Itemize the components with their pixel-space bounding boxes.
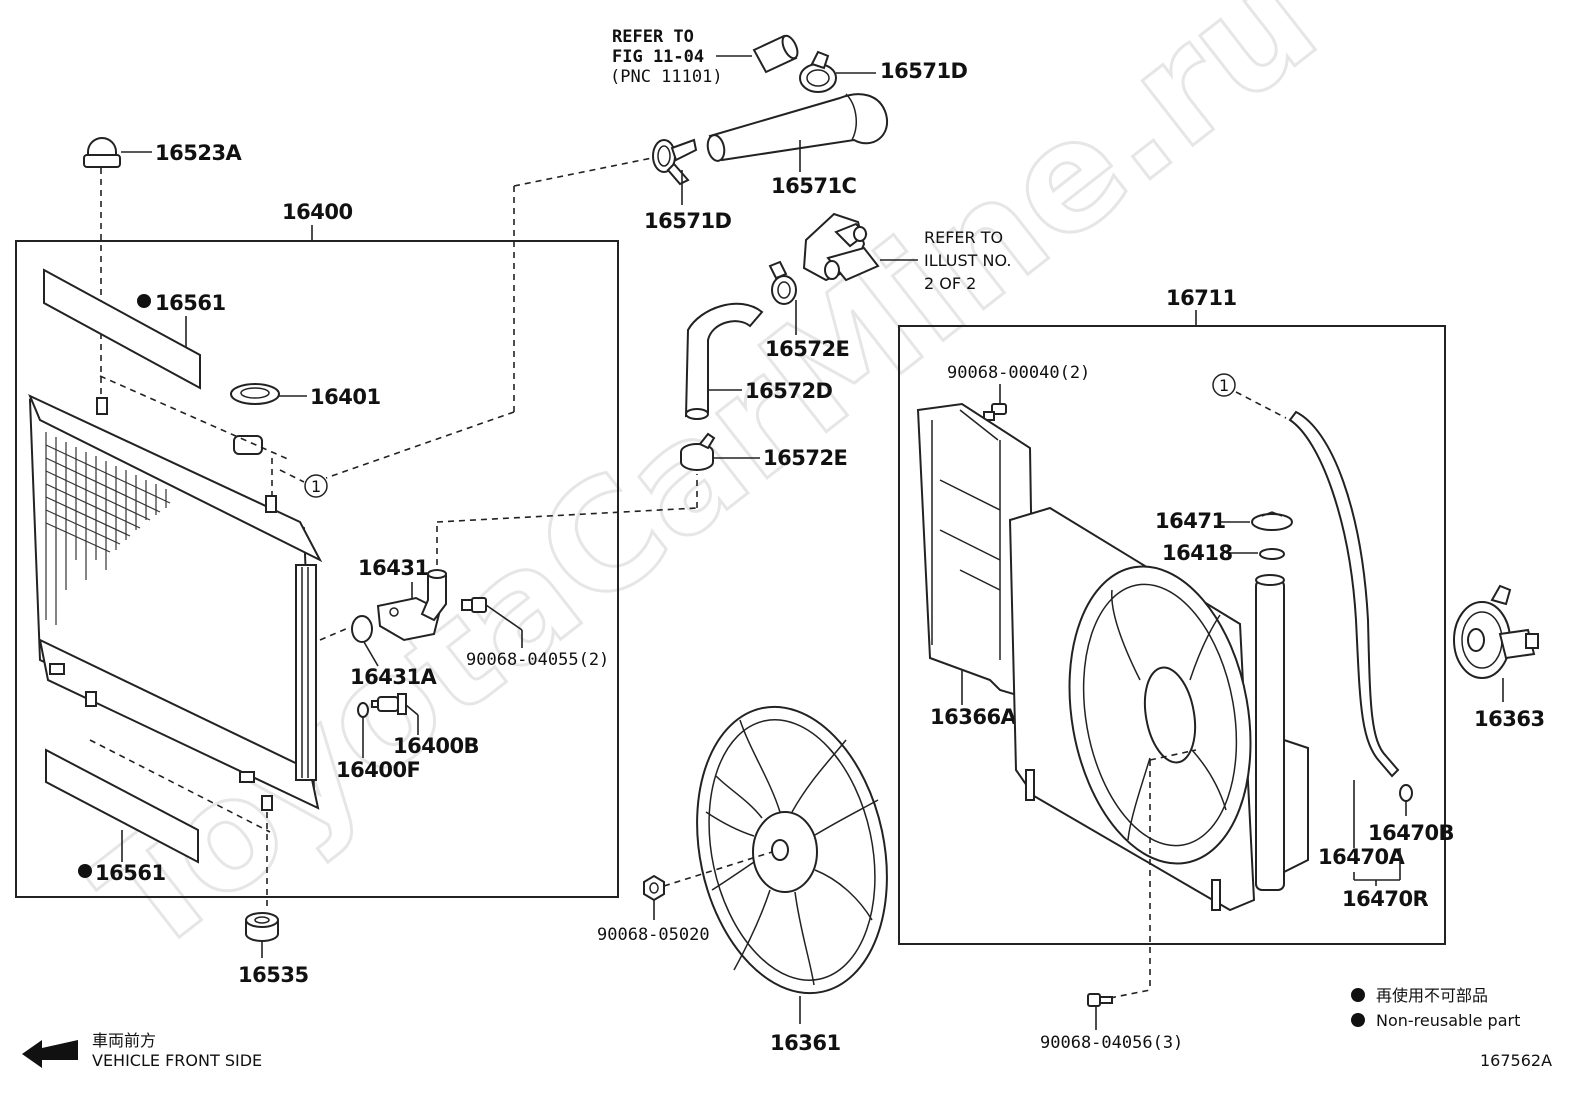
label-16571D-top: 16571D bbox=[880, 59, 968, 83]
legend-jp: 再使用不可部品 bbox=[1376, 986, 1488, 1005]
label-16561-top: 16561 bbox=[155, 291, 226, 315]
seal-strip-top bbox=[43, 268, 201, 390]
label-90068-04055: 90068-04055(2) bbox=[466, 650, 609, 670]
label-16561-bottom: 16561 bbox=[95, 861, 166, 885]
radiator-assembly-box bbox=[15, 240, 619, 898]
label-16418: 16418 bbox=[1162, 541, 1233, 565]
upper-hose-16571C bbox=[706, 93, 889, 162]
radiator-core bbox=[28, 394, 323, 811]
overflow-hose-16470A bbox=[1288, 410, 1400, 778]
label-16523A: 16523A bbox=[155, 141, 243, 165]
oring-16431A bbox=[351, 615, 373, 643]
clamp-16572E-bottom bbox=[680, 432, 716, 471]
seal-strip-bottom bbox=[45, 748, 199, 864]
reservoir-tank bbox=[1255, 574, 1309, 891]
front-en: VEHICLE FRONT SIDE bbox=[92, 1051, 262, 1070]
cushion-16535 bbox=[245, 912, 279, 942]
label-16363: 16363 bbox=[1474, 707, 1545, 731]
front-arrow-icon bbox=[22, 1040, 78, 1068]
radiator-cap-16523A bbox=[83, 137, 121, 168]
label-16470R: 16470R bbox=[1342, 887, 1429, 911]
label-16711: 16711 bbox=[1166, 286, 1237, 310]
svg-text:1: 1 bbox=[311, 477, 321, 496]
ref-illust-line3: 2 OF 2 bbox=[924, 274, 976, 293]
fan-motor-16363 bbox=[1453, 584, 1539, 679]
figure-id: 167562A bbox=[1480, 1051, 1552, 1070]
label-16400B: 16400B bbox=[393, 734, 479, 758]
label-16361: 16361 bbox=[770, 1031, 841, 1055]
bolt-90068-00040 bbox=[983, 403, 1007, 421]
non-reusable-dot-top bbox=[137, 294, 151, 308]
oring-16400F bbox=[357, 702, 369, 718]
label-16431: 16431 bbox=[358, 556, 429, 580]
label-16572E-top: 16572E bbox=[765, 337, 849, 361]
reservoir-cap-16471 bbox=[1251, 511, 1293, 531]
label-16400: 16400 bbox=[282, 200, 353, 224]
filler-gasket-16401 bbox=[230, 383, 280, 405]
ref-fig-line3: (PNC 11101) bbox=[610, 67, 723, 87]
bolt-90068-04056 bbox=[1087, 993, 1113, 1007]
engine-inlet-pipe bbox=[752, 34, 799, 74]
svg-text:1: 1 bbox=[1219, 376, 1229, 395]
label-16470B: 16470B bbox=[1368, 821, 1454, 845]
cooling-fan-16361 bbox=[696, 705, 888, 995]
label-16535: 16535 bbox=[238, 963, 309, 987]
label-16366A: 16366A bbox=[930, 705, 1018, 729]
water-outlet-housing bbox=[802, 212, 880, 282]
legend-en: Non-reusable part bbox=[1376, 1011, 1520, 1030]
nut-90068-05020 bbox=[643, 874, 665, 902]
ref-fig-line1: REFER TO bbox=[612, 27, 694, 47]
fan-shroud-assembly-box bbox=[898, 325, 1446, 945]
label-16572E-bottom: 16572E bbox=[763, 446, 847, 470]
clamp-16572E-top bbox=[768, 260, 797, 305]
label-16431A: 16431A bbox=[350, 665, 438, 689]
label-16571C: 16571C bbox=[771, 174, 857, 198]
non-reusable-dot-bottom bbox=[78, 864, 92, 878]
legend-dot-jp bbox=[1351, 988, 1365, 1002]
bolt-90068-04055 bbox=[461, 597, 487, 613]
label-16470A: 16470A bbox=[1318, 845, 1406, 869]
oring-16418 bbox=[1259, 548, 1285, 560]
ref-circle-1-shroud bbox=[1212, 373, 1236, 397]
label-90068-05020: 90068-05020 bbox=[597, 925, 710, 945]
clamp-16571D-top bbox=[799, 50, 837, 93]
legend-dot-en bbox=[1351, 1013, 1365, 1027]
ref-illust-line2: ILLUST NO. bbox=[924, 251, 1011, 270]
ref-illust-line1: REFER TO bbox=[924, 228, 1003, 247]
label-90068-00040: 90068-00040(2) bbox=[947, 363, 1090, 383]
label-16401: 16401 bbox=[310, 385, 381, 409]
ref-circle-1-radiator bbox=[304, 474, 328, 498]
ref-fig-line2: FIG 11-04 bbox=[612, 47, 704, 67]
outlet-pipe-16431 bbox=[376, 569, 447, 642]
clip-16470B bbox=[1399, 784, 1413, 802]
shroud-panel-16366A bbox=[916, 402, 1036, 702]
drain-cock-16400B bbox=[371, 693, 407, 715]
label-16572D: 16572D bbox=[745, 379, 833, 403]
lower-hose-16572D bbox=[684, 302, 764, 420]
front-jp: 車両前方 bbox=[92, 1031, 156, 1050]
label-16471: 16471 bbox=[1155, 509, 1226, 533]
label-16400F: 16400F bbox=[336, 758, 420, 782]
label-90068-04056: 90068-04056(3) bbox=[1040, 1033, 1183, 1053]
fan-shroud-16711 bbox=[1008, 506, 1256, 912]
label-16571D-mid: 16571D bbox=[644, 209, 732, 233]
clamp-16571D-mid bbox=[652, 138, 698, 186]
